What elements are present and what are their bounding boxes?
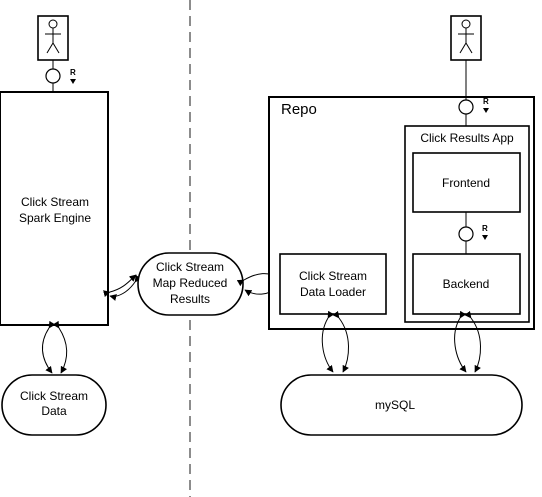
spark-engine-port-label: R bbox=[70, 68, 76, 77]
repo-port-arrow bbox=[483, 108, 489, 113]
right-actor bbox=[450, 15, 482, 61]
click-stream-data-label-line1: Click Stream bbox=[20, 389, 88, 403]
frontend-node: Frontend bbox=[412, 152, 521, 213]
map-reduced-results-node: Click Stream Map Reduced Results bbox=[137, 252, 244, 316]
backend-label: Backend bbox=[443, 277, 490, 291]
map-reduced-results-label-line3: Results bbox=[170, 292, 210, 306]
map-reduced-results-label-line1: Click Stream bbox=[156, 260, 224, 274]
results-engine-flow bbox=[109, 274, 142, 301]
engine-data-flow bbox=[41, 320, 56, 374]
frontend-label: Frontend bbox=[442, 176, 490, 190]
stick-figure-user-icon bbox=[458, 19, 474, 54]
mysql-backend-flow bbox=[464, 310, 481, 373]
app-internal-port-arrow bbox=[482, 235, 488, 240]
repo-title: Repo bbox=[281, 101, 317, 118]
mysql-label: mySQL bbox=[375, 398, 415, 412]
spark-engine-port-arrow bbox=[70, 79, 76, 84]
stick-figure-user-icon bbox=[45, 19, 61, 54]
click-results-app-title: Click Results App bbox=[420, 131, 514, 145]
spark-engine-label-line1: Click Stream bbox=[21, 195, 89, 209]
mysql-node: mySQL bbox=[280, 374, 523, 436]
map-reduced-results-label-line2: Map Reduced bbox=[153, 276, 228, 290]
data-loader-label-line1: Click Stream bbox=[299, 269, 367, 283]
repo-interface-port bbox=[458, 99, 474, 115]
backend-node: Backend bbox=[412, 253, 521, 315]
click-stream-data-label-line2: Data bbox=[41, 404, 67, 418]
app-internal-port-label: R bbox=[482, 224, 488, 233]
loader-mysql-flow bbox=[321, 310, 335, 373]
mysql-loader-flow bbox=[332, 310, 349, 373]
spark-engine-node: Click Stream Spark Engine bbox=[0, 91, 109, 326]
data-loader-label-line2: Data Loader bbox=[300, 285, 366, 299]
data-engine-flow bbox=[52, 320, 68, 374]
left-actor bbox=[37, 15, 69, 61]
spark-engine-label-line2: Spark Engine bbox=[19, 211, 91, 225]
click-stream-data-node: Click Stream Data bbox=[1, 374, 107, 436]
repo-port-label: R bbox=[483, 97, 489, 106]
data-loader-node: Click Stream Data Loader bbox=[279, 253, 387, 315]
spark-engine-interface-port bbox=[45, 68, 61, 84]
app-internal-interface-port bbox=[458, 226, 474, 242]
backend-mysql-flow bbox=[454, 310, 467, 373]
engine-results-flow bbox=[103, 274, 137, 298]
